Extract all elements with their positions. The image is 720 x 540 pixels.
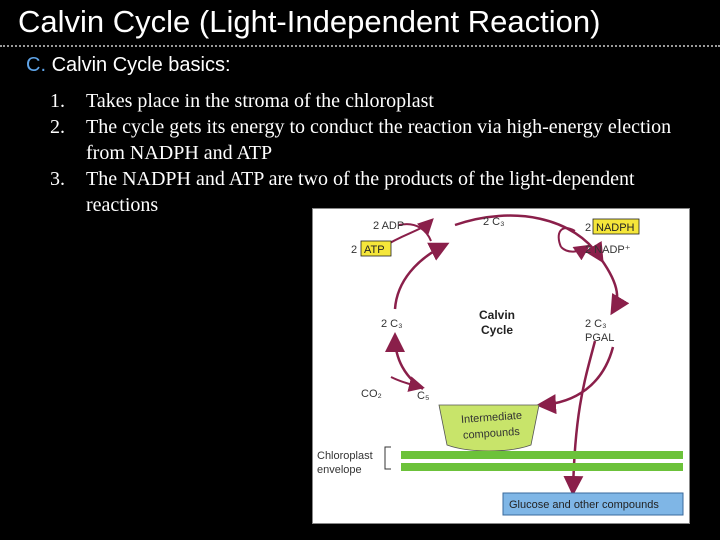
membrane-inner (401, 463, 683, 471)
cycle-arc-bottom-right (536, 346, 615, 415)
nadph-label: NADPH (596, 222, 635, 234)
cycle-svg: 2 ADP 2 ATP 2 C₃ 2 NADPH 2 NADP⁺ Calvin … (317, 214, 684, 516)
title-divider (0, 45, 720, 47)
co2-label: CO₂ (361, 388, 382, 400)
cycle-arc-right (599, 258, 630, 316)
intermediate-line1: Intermediate (461, 410, 523, 426)
section-letter: C. (26, 54, 46, 76)
nadp-label: 2 NADP⁺ (585, 244, 631, 256)
glucose-label: Glucose and other compounds (509, 499, 659, 511)
atp-highlight (360, 240, 392, 257)
section-heading-text: Calvin Cycle basics: (51, 54, 231, 76)
nadph-arrow (557, 227, 576, 248)
list-item: 2. The cycle gets its energy to conduct … (44, 114, 694, 166)
cycle-name-line2: Cycle (481, 323, 513, 337)
intermediate-badge (438, 404, 540, 452)
c3-left-label: 2 C₃ (381, 318, 403, 330)
c3-top-label: 2 C₃ (483, 216, 505, 228)
co2-arrow (390, 376, 425, 392)
section-heading: C. Calvin Cycle basics: (26, 54, 231, 77)
cycle-arc-top (454, 214, 604, 264)
c5-label: C₅ (417, 390, 429, 402)
points-list: 1. Takes place in the stroma of the chlo… (44, 88, 694, 218)
list-number: 3. (50, 168, 65, 190)
intermediate-line2: compounds (463, 426, 521, 442)
atp-adp-arrow-2 (398, 223, 432, 242)
list-text: Takes place in the stroma of the chlorop… (86, 90, 434, 112)
glucose-box (502, 492, 684, 516)
nadph-coefficient: 2 (585, 222, 591, 234)
envelope-line1: Chloroplast (317, 450, 373, 462)
cycle-arc-left (393, 242, 450, 310)
pgal-label: PGAL (585, 332, 614, 344)
nadp-arrow (560, 244, 591, 261)
atp-label: ATP (364, 244, 385, 256)
calvin-cycle-diagram: 2 ADP 2 ATP 2 C₃ 2 NADPH 2 NADP⁺ Calvin … (312, 208, 690, 524)
list-item: 1. Takes place in the stroma of the chlo… (44, 88, 694, 114)
nadph-highlight (592, 218, 640, 235)
envelope-bracket (384, 446, 391, 470)
list-number: 2. (50, 116, 65, 138)
cycle-name-line1: Calvin (479, 308, 515, 322)
list-text: The NADPH and ATP are two of the product… (86, 168, 635, 216)
c3-right-label: 2 C₃ (585, 318, 607, 330)
list-item: 3. The NADPH and ATP are two of the prod… (44, 166, 694, 218)
atp-coefficient: 2 (351, 244, 357, 256)
envelope-line2: envelope (317, 464, 362, 476)
membrane-outer (401, 451, 683, 459)
adp-label: 2 ADP (373, 220, 404, 232)
list-number: 1. (50, 90, 65, 112)
slide-title: Calvin Cycle (Light-Independent Reaction… (18, 4, 601, 39)
list-text: The cycle gets its energy to conduct the… (86, 116, 672, 164)
